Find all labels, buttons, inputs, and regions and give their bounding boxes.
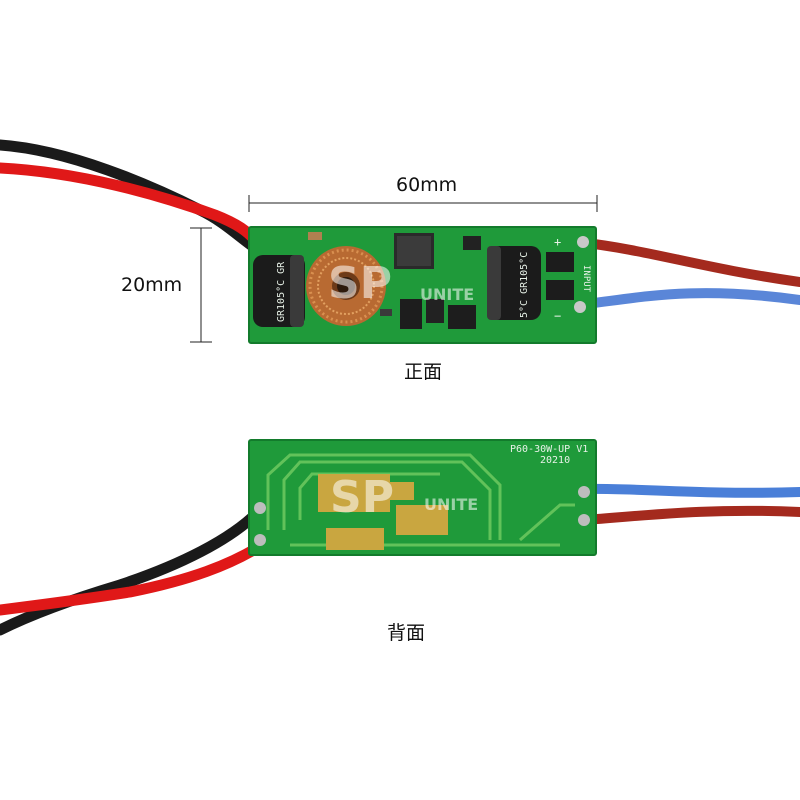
sot-chip [448, 305, 476, 329]
date-text: 20210 [540, 455, 570, 466]
diode-bottom [546, 280, 574, 300]
solder-pad [574, 301, 586, 313]
back-watermark-sp: SP [330, 472, 394, 523]
back-watermark-unite: UNITE [424, 495, 478, 514]
left-cap-text: GR105°C GR [276, 261, 287, 322]
solder-joint [578, 514, 590, 526]
right-cap-text: 5°C GR105°C [519, 252, 530, 318]
copper-pad [388, 482, 414, 500]
left-electrolytic-capacitor: GR105°C GR [253, 255, 305, 327]
smd-chip [463, 236, 481, 250]
height-dimension-label: 20mm [121, 274, 183, 296]
regulator-ic [394, 233, 434, 269]
right-electrolytic-capacitor: 5°C GR105°C [487, 246, 541, 320]
back-pcb: P60-30W-UP V1 20210 SP UNITE [248, 439, 597, 556]
height-dimension-line [190, 227, 212, 343]
copper-pad [318, 474, 390, 512]
model-text: P60-30W-UP V1 [510, 444, 588, 455]
solder-joint [578, 486, 590, 498]
input-label: INPUT [581, 265, 591, 293]
back-caption: 背面 [387, 622, 426, 644]
width-dimension-label: 60mm [396, 174, 458, 196]
solder-joint [254, 534, 266, 546]
minus-mark: − [554, 309, 561, 323]
front-watermark-sp: SP [328, 258, 392, 309]
solder-pad [577, 236, 589, 248]
front-pcb: GR105°C GR 5°C GR105°C INPU [248, 226, 597, 344]
back-left-wires [0, 506, 268, 636]
copper-pad [396, 505, 448, 535]
front-right-wires [573, 237, 800, 310]
back-right-wires [580, 483, 800, 525]
copper-pad [326, 528, 384, 550]
toroidal-inductor [306, 246, 386, 326]
front-left-wires [0, 139, 264, 256]
smd-resistor [380, 309, 392, 316]
small-chip [426, 299, 444, 323]
front-watermark-unite: UNITE [420, 285, 474, 304]
mosfet-chip [400, 299, 422, 329]
width-dimension-line [248, 195, 598, 212]
front-caption: 正面 [404, 361, 443, 383]
diode-top [546, 252, 574, 272]
plus-mark: + [554, 235, 561, 249]
smd-resistor [308, 232, 322, 240]
solder-joint [254, 502, 266, 514]
